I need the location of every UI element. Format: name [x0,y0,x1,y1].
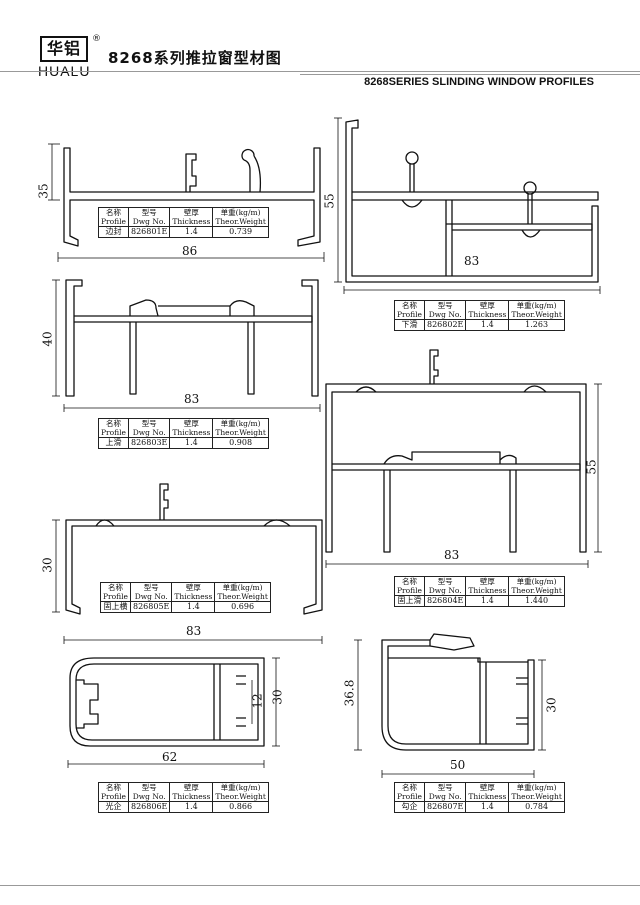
cell-weight: 0.739 [212,226,269,238]
cell-name: 固上横 [100,601,131,613]
dim-826805E-width: 83 [186,624,202,638]
cell-name: 固上滑 [394,595,425,607]
brand-logo-cn: 华铝 [40,36,88,62]
cell-weight: 0.696 [214,601,271,613]
cell-thickness: 1.4 [465,801,510,813]
cell-name: 下滑 [394,319,425,331]
profile-826803E-drawing [52,279,321,412]
profile-826804E-drawing [325,349,602,568]
dim-826804E-height: 55 [584,459,599,475]
header-rule [0,71,640,72]
dim-826803E-width: 83 [184,392,200,406]
cell-dwg: 826802E [423,319,467,331]
profile-826806E-drawing [67,657,280,768]
dim-826807E-width: 50 [450,758,466,772]
cell-name: 边封 [98,226,129,238]
hdr-wt: 单重(kg/m)Theor.Weight [508,782,565,802]
cell-dwg: 826806E [127,801,171,813]
hdr-wt: 单重(kg/m)Theor.Weight [212,418,269,438]
hdr-wt: 单重(kg/m)Theor.Weight [212,782,269,802]
hdr-wt: 单重(kg/m)Theor.Weight [508,576,565,596]
cell-thickness: 1.4 [465,319,510,331]
cell-thickness: 1.4 [169,226,214,238]
cell-name: 光企 [98,801,129,813]
dim-826802E-width: 83 [464,254,480,268]
dim-826807E-inner: 30 [544,697,559,713]
hdr-wt: 单重(kg/m)Theor.Weight [212,207,269,227]
dim-826801E-width: 86 [182,244,198,258]
dim-826803E-height: 40 [40,331,55,347]
cell-thickness: 1.4 [169,437,214,449]
dim-826807E-height: 36.8 [342,679,357,707]
registered-mark: ® [92,34,101,44]
cell-thickness: 1.4 [465,595,510,607]
page-title-en: 8268SERIES SLINDING WINDOW PROFILES [364,76,594,88]
cell-dwg: 826804E [423,595,467,607]
header-rule-2 [300,74,640,75]
cell-weight: 0.908 [212,437,269,449]
dim-826806E-slot: 12 [250,693,265,709]
hdr-wt: 单重(kg/m)Theor.Weight [214,582,271,602]
cell-weight: 1.263 [508,319,565,331]
profile-826807E-drawing [354,633,546,778]
profile-826801E-drawing [48,143,325,262]
dim-826802E-height: 55 [322,193,337,209]
dim-826805E-height: 30 [40,557,55,573]
profile-826802E-drawing [334,117,601,294]
cell-dwg: 826801E [127,226,171,238]
cell-weight: 0.784 [508,801,565,813]
profile-826805E-drawing [52,483,323,644]
cell-weight: 1.440 [508,595,565,607]
dim-826801E-height: 35 [36,183,51,199]
cell-thickness: 1.4 [171,601,216,613]
cell-name: 上滑 [98,437,129,449]
cell-name: 勾企 [394,801,425,813]
hdr-wt: 单重(kg/m)Theor.Weight [508,300,565,320]
cell-dwg: 826803E [127,437,171,449]
cell-weight: 0.866 [212,801,269,813]
footer-rule [0,885,640,886]
dim-826804E-width: 83 [444,548,460,562]
page-title-cn: 8268系列推拉窗型材图 [108,49,282,67]
cell-dwg: 826807E [423,801,467,813]
cell-thickness: 1.4 [169,801,214,813]
cell-dwg: 826805E [129,601,173,613]
dim-826806E-width: 62 [162,750,178,764]
dim-826806E-height: 30 [270,689,285,705]
